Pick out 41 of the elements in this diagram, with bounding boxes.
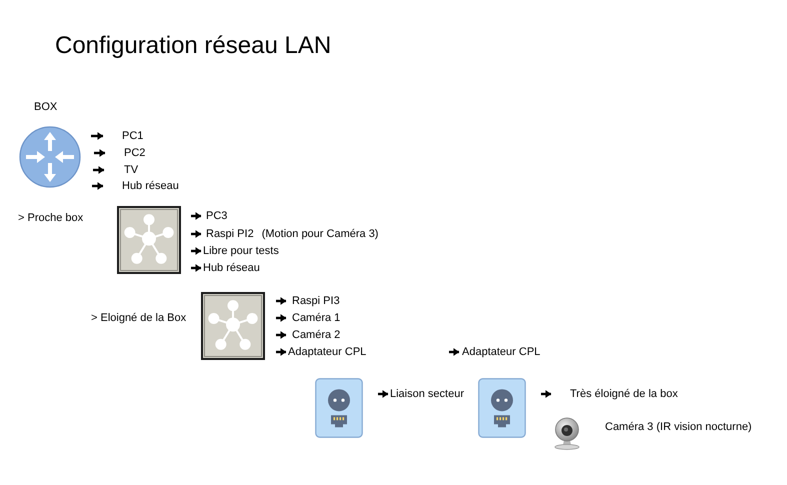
device-label: PC3 — [206, 209, 228, 223]
arrow — [449, 349, 460, 355]
arrow — [191, 248, 202, 254]
device-label: Adaptateur CPL — [462, 345, 540, 359]
device-label: TV — [124, 163, 138, 177]
arrow — [276, 298, 286, 304]
device-label: Très éloigné de la box — [570, 387, 678, 401]
arrow — [378, 391, 388, 397]
device-label: (Motion pour Caméra 3) — [262, 227, 378, 241]
arrow — [94, 150, 106, 156]
device-label: Hub réseau — [203, 261, 260, 275]
node-heading: BOX — [34, 100, 58, 114]
device-label: Liaison secteur — [390, 387, 464, 401]
webcam-icon — [553, 417, 581, 450]
node-caption: > Eloigné de la Box — [91, 311, 186, 325]
arrow — [191, 231, 202, 237]
network-hub-icon — [117, 206, 181, 274]
arrow — [92, 183, 104, 189]
network-hub-icon — [201, 292, 265, 360]
device-label: Raspi PI3 — [292, 294, 340, 308]
arrow — [541, 391, 552, 397]
device-label: Adaptateur CPL — [288, 345, 366, 359]
device-label: Caméra 1 — [292, 311, 340, 325]
arrow — [276, 349, 286, 355]
device-label: Caméra 2 — [292, 328, 340, 342]
device-label: Libre pour tests — [203, 244, 279, 258]
arrow — [93, 167, 104, 173]
device-label: PC1 — [122, 129, 144, 143]
plug-adapter-icon — [478, 378, 526, 438]
arrow — [276, 332, 286, 338]
arrow — [91, 133, 104, 139]
plug-adapter-icon — [315, 378, 363, 438]
device-label: PC2 — [124, 146, 146, 160]
node-caption: > Proche box — [18, 211, 84, 225]
arrow — [191, 265, 202, 271]
device-label: Hub réseau — [122, 179, 179, 193]
arrow — [276, 315, 286, 321]
device-label: Raspi PI2 — [206, 227, 254, 241]
arrow — [191, 213, 202, 219]
diagram-title: Configuration réseau LAN — [55, 31, 332, 61]
node-caption: Caméra 3 (IR vision nocturne) — [605, 420, 752, 434]
